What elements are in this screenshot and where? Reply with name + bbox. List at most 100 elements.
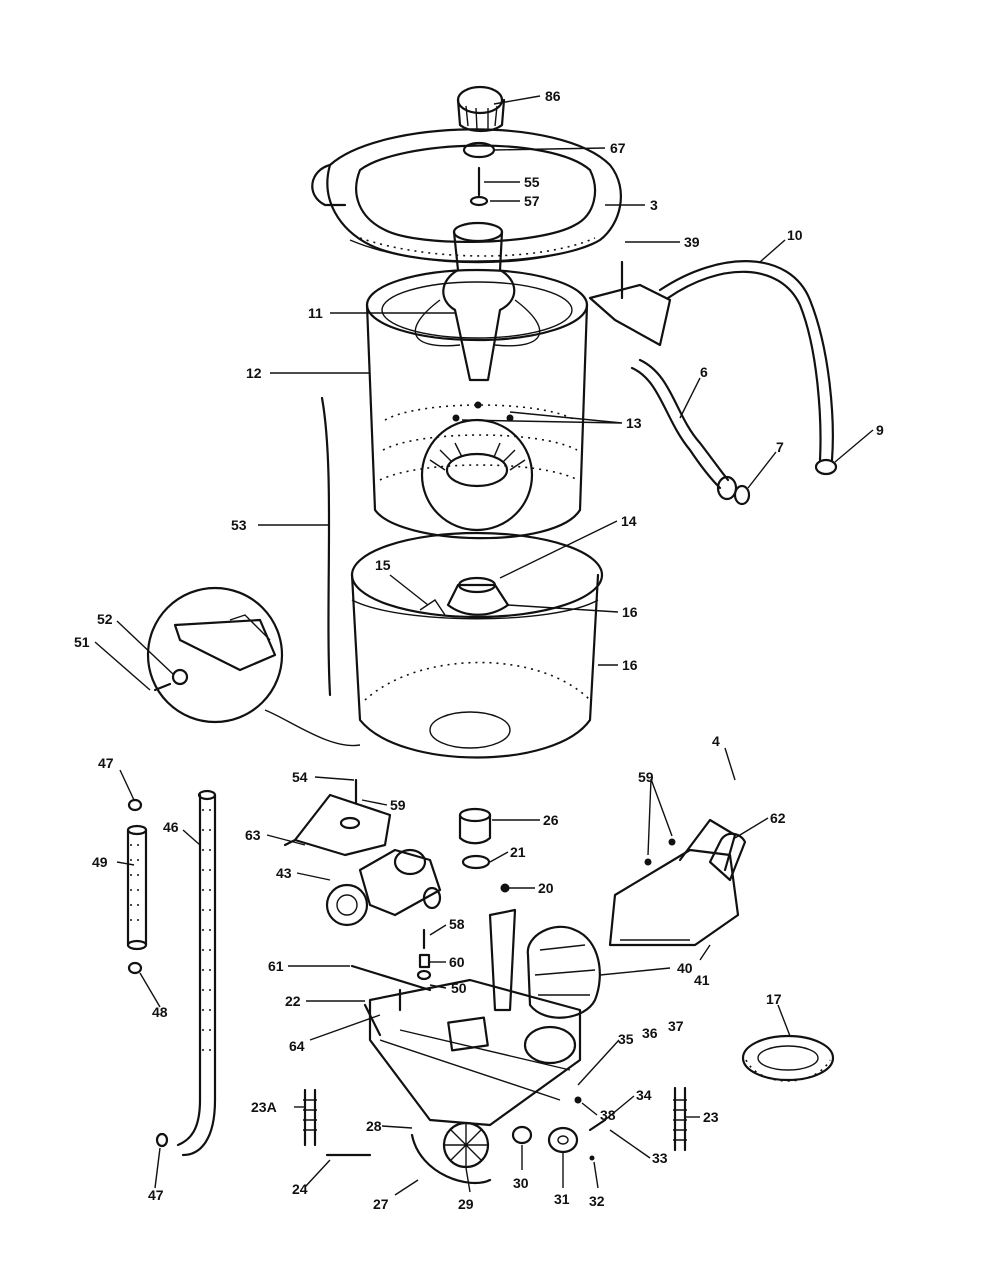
callout-37: 37 xyxy=(668,1018,684,1034)
corrugated-hose-part xyxy=(126,824,148,951)
spacer-part xyxy=(418,953,431,969)
spring-clip-part xyxy=(363,1003,382,1037)
base-frame-part xyxy=(368,978,582,1127)
mounting-plate-part xyxy=(283,793,392,857)
callout-7: 7 xyxy=(776,439,784,455)
callout-58: 58 xyxy=(449,916,465,932)
callout-10: 10 xyxy=(787,227,803,243)
callout-11: 11 xyxy=(308,305,323,321)
detail-inset-part xyxy=(146,586,361,747)
callout-52: 52 xyxy=(97,611,113,627)
callout-59-filter: 59 xyxy=(638,769,654,785)
outer-tub-part xyxy=(350,531,604,759)
idler-pulley-part xyxy=(547,1126,579,1154)
callout-9: 9 xyxy=(876,422,884,438)
drain-hose-part xyxy=(176,789,217,1157)
callout-29: 29 xyxy=(458,1196,474,1212)
screw-part xyxy=(668,838,676,846)
callout-47-bottom: 47 xyxy=(148,1187,164,1203)
callout-40: 40 xyxy=(677,960,693,976)
callout-47-top: 47 xyxy=(98,755,114,771)
callout-46: 46 xyxy=(163,819,179,835)
washer-part xyxy=(461,854,491,870)
fill-hose-part xyxy=(588,260,838,476)
callout-38: 38 xyxy=(600,1107,616,1123)
callout-4: 4 xyxy=(712,733,720,749)
filter-housing-part xyxy=(608,818,740,947)
callout-36: 36 xyxy=(642,1025,658,1041)
bolt-part xyxy=(452,414,460,422)
suspension-spring-part xyxy=(303,1088,317,1147)
callout-21: 21 xyxy=(510,844,526,860)
callout-30: 30 xyxy=(513,1175,529,1191)
drive-ring-part xyxy=(741,1034,835,1082)
callout-28: 28 xyxy=(366,1118,382,1134)
bolt-part xyxy=(474,401,482,409)
callout-16-tub: 16 xyxy=(622,657,638,673)
capacitor-part xyxy=(708,832,747,882)
callout-86: 86 xyxy=(545,88,561,104)
bolt-part xyxy=(506,414,514,422)
callout-59-plate: 59 xyxy=(390,797,406,813)
grommet-part xyxy=(416,969,432,981)
callout-50: 50 xyxy=(451,980,467,996)
link-part xyxy=(350,964,432,992)
drive-belt-part xyxy=(410,1133,492,1185)
callout-33: 33 xyxy=(652,1150,668,1166)
callout-60: 60 xyxy=(449,954,465,970)
plate-hole-part xyxy=(339,816,361,830)
hose-clamp-part xyxy=(127,798,143,812)
suspension-spring-part xyxy=(673,1086,687,1152)
bolt-part xyxy=(500,883,510,893)
screw-part xyxy=(644,858,652,866)
callout-23: 23 xyxy=(703,1109,719,1125)
callout-48: 48 xyxy=(152,1004,168,1020)
callout-67: 67 xyxy=(610,140,626,156)
hose-clamp-part xyxy=(733,484,751,506)
tub-hub-part xyxy=(419,576,510,616)
washer-part xyxy=(469,195,489,207)
callout-64: 64 xyxy=(289,1038,305,1054)
callout-61: 61 xyxy=(268,958,284,974)
callout-39: 39 xyxy=(684,234,700,250)
callout-23A: 23A xyxy=(251,1099,277,1115)
callout-15: 15 xyxy=(375,557,391,573)
agitator-knob-part xyxy=(456,85,506,133)
top-lid-ring-part xyxy=(311,128,622,264)
bolt-part xyxy=(589,1155,595,1161)
callout-31: 31 xyxy=(554,1191,570,1207)
agitator-part xyxy=(414,221,541,382)
callout-17: 17 xyxy=(766,991,782,1007)
callout-35: 35 xyxy=(618,1031,634,1047)
callout-22: 22 xyxy=(285,993,301,1009)
motor-part xyxy=(526,925,601,1019)
vent-tube-part xyxy=(320,396,332,697)
callout-63: 63 xyxy=(245,827,261,843)
callout-labels: 86 67 55 57 3 39 10 11 12 6 13 9 7 53 14… xyxy=(74,88,884,1212)
callout-51: 51 xyxy=(74,634,90,650)
hose-clamp-part xyxy=(155,1132,169,1148)
callout-20: 20 xyxy=(538,880,554,896)
leader-lines xyxy=(94,95,874,1196)
callout-32: 32 xyxy=(589,1193,605,1209)
callout-55: 55 xyxy=(524,174,540,190)
callout-49: 49 xyxy=(92,854,108,870)
coupling-part xyxy=(458,807,492,845)
callout-34: 34 xyxy=(636,1087,652,1103)
drain-hose-upper-part xyxy=(630,358,738,501)
callout-62: 62 xyxy=(770,810,786,826)
callout-53: 53 xyxy=(231,517,247,533)
wash-basket-part xyxy=(365,268,589,540)
callout-57: 57 xyxy=(524,193,540,209)
callout-13: 13 xyxy=(626,415,642,431)
callout-41: 41 xyxy=(694,972,710,988)
bolt-part xyxy=(574,1096,582,1104)
pulley-part xyxy=(442,1121,490,1169)
bolt-part xyxy=(588,1118,607,1132)
pump-part xyxy=(325,848,442,927)
callout-43: 43 xyxy=(276,865,292,881)
callout-12: 12 xyxy=(246,365,262,381)
callout-16-hub: 16 xyxy=(622,604,638,620)
bushing-part xyxy=(511,1125,533,1145)
